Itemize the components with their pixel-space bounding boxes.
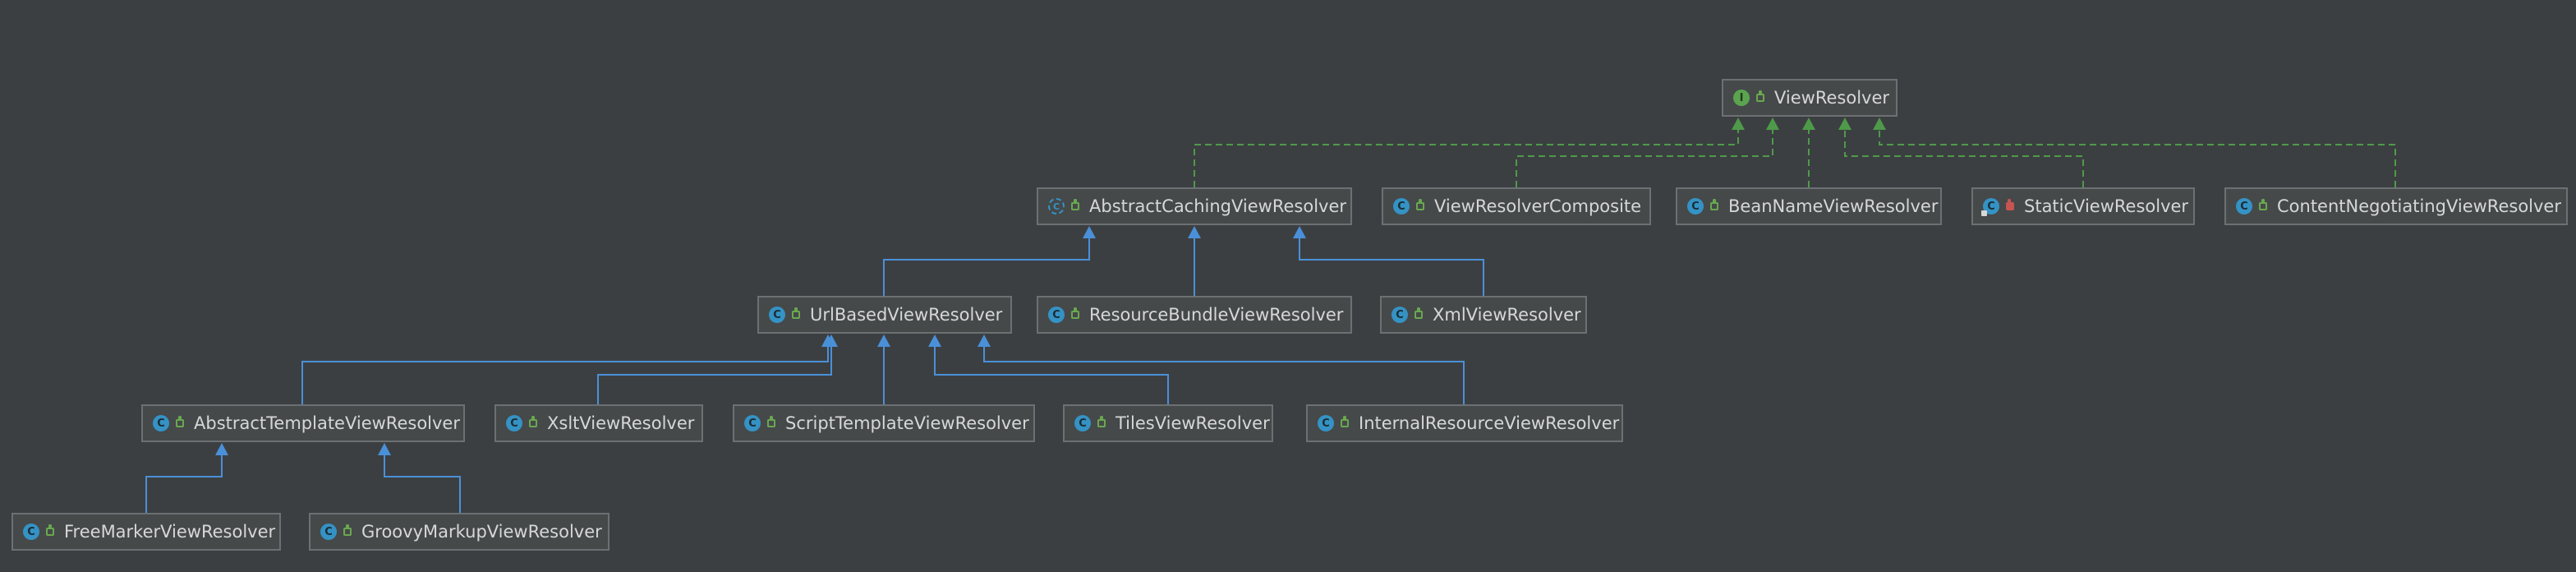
node-label: ViewResolverComposite <box>1434 196 1642 216</box>
edge-tiles-to-urlbased <box>928 334 1169 404</box>
node-composite[interactable]: C ViewResolverComposite <box>1382 187 1651 225</box>
edge-scripttemplate-to-urlbased <box>877 334 890 404</box>
node-label: ViewResolver <box>1774 88 1890 108</box>
node-label: GroovyMarkupViewResolver <box>361 522 602 542</box>
node-groovymarkup[interactable]: C GroovyMarkupViewResolver <box>309 513 610 551</box>
edge-beanname-to-viewresolver <box>1802 118 1815 187</box>
node-freemarker[interactable]: C FreeMarkerViewResolver <box>12 513 281 551</box>
edge-internalresource-to-urlbased <box>978 334 1465 404</box>
edge-abstractcaching-to-viewresolver <box>1194 118 1745 187</box>
node-label: XmlViewResolver <box>1433 305 1581 325</box>
node-label: ContentNegotiatingViewResolver <box>2277 196 2561 216</box>
edge-urlbased-to-abstractcaching <box>883 226 1096 296</box>
unlocked-icon <box>1756 90 1764 102</box>
node-urlbased[interactable]: C UrlBasedViewResolver <box>757 296 1012 334</box>
node-label: InternalResourceViewResolver <box>1359 413 1620 433</box>
class-icon: C <box>1687 198 1704 214</box>
edge-abstracttemplate-to-urlbased <box>301 334 835 404</box>
edge-xml-to-abstractcaching <box>1293 226 1484 296</box>
node-abstracttemplate[interactable]: C AbstractTemplateViewResolver <box>141 404 465 442</box>
node-abstractcaching[interactable]: C AbstractCachingViewResolver <box>1037 187 1352 225</box>
unlocked-icon <box>1416 199 1424 210</box>
unlocked-icon <box>343 524 352 536</box>
class-icon: C <box>23 524 39 540</box>
node-label: AbstractTemplateViewResolver <box>194 413 460 433</box>
node-contentneg[interactable]: C ContentNegotiatingViewResolver <box>2224 187 2568 225</box>
edge-freemarker-to-abstracttemplate <box>145 443 228 513</box>
edge-contentneg-to-viewresolver <box>1873 118 2396 187</box>
node-label: ScriptTemplateViewResolver <box>785 413 1029 433</box>
node-label: AbstractCachingViewResolver <box>1089 196 1347 216</box>
node-beanname[interactable]: C BeanNameViewResolver <box>1676 187 1942 225</box>
unlocked-icon <box>176 416 184 427</box>
unlocked-icon <box>1414 307 1423 319</box>
unlocked-icon <box>529 416 537 427</box>
node-label: BeanNameViewResolver <box>1728 196 1939 216</box>
unlocked-icon <box>1341 416 1349 427</box>
node-label: FreeMarkerViewResolver <box>64 522 276 542</box>
edge-resourcebundle-to-abstractcaching <box>1188 226 1201 296</box>
node-label: StaticViewResolver <box>2024 196 2189 216</box>
edge-static-to-viewresolver <box>1838 118 2084 187</box>
unlocked-icon <box>792 307 800 319</box>
node-label: TilesViewResolver <box>1116 413 1270 433</box>
node-internalresource[interactable]: C InternalResourceViewResolver <box>1306 404 1623 442</box>
node-label: ResourceBundleViewResolver <box>1089 305 1344 325</box>
node-static[interactable]: C StaticViewResolver <box>1971 187 2195 225</box>
edge-groovymarkup-to-abstracttemplate <box>378 443 461 513</box>
class-icon: C <box>744 415 761 431</box>
class-icon: C <box>153 415 169 431</box>
unlocked-icon <box>2259 199 2267 210</box>
node-tiles[interactable]: C TilesViewResolver <box>1063 404 1273 442</box>
class-icon: C <box>320 524 337 540</box>
unlocked-icon <box>1071 307 1079 319</box>
node-xslt[interactable]: C XsltViewResolver <box>494 404 703 442</box>
node-label: UrlBasedViewResolver <box>810 305 1003 325</box>
class-icon: C <box>1048 307 1065 323</box>
class-icon: C <box>506 415 522 431</box>
edge-xslt-to-urlbased <box>597 334 838 404</box>
unlocked-icon <box>1071 199 1079 210</box>
unlocked-icon <box>1710 199 1718 210</box>
class-icon: C <box>1074 415 1091 431</box>
abstract-class-icon: C <box>1048 198 1065 214</box>
edge-composite-to-viewresolver <box>1516 118 1779 187</box>
node-scripttemplate[interactable]: C ScriptTemplateViewResolver <box>733 404 1035 442</box>
class-icon: C <box>1393 198 1410 214</box>
unlocked-icon <box>1097 416 1106 427</box>
node-xml[interactable]: C XmlViewResolver <box>1380 296 1587 334</box>
node-resourcebundle[interactable]: C ResourceBundleViewResolver <box>1037 296 1352 334</box>
node-label: XsltViewResolver <box>547 413 695 433</box>
locked-icon <box>2006 199 2014 210</box>
class-icon: C <box>2236 198 2252 214</box>
static-class-icon: C <box>1981 198 1999 216</box>
interface-icon: I <box>1733 90 1750 106</box>
class-icon: C <box>1318 415 1334 431</box>
class-icon: C <box>1392 307 1408 323</box>
node-viewresolver[interactable]: I ViewResolver <box>1722 79 1898 117</box>
unlocked-icon <box>46 524 54 536</box>
unlocked-icon <box>767 416 775 427</box>
class-icon: C <box>769 307 785 323</box>
